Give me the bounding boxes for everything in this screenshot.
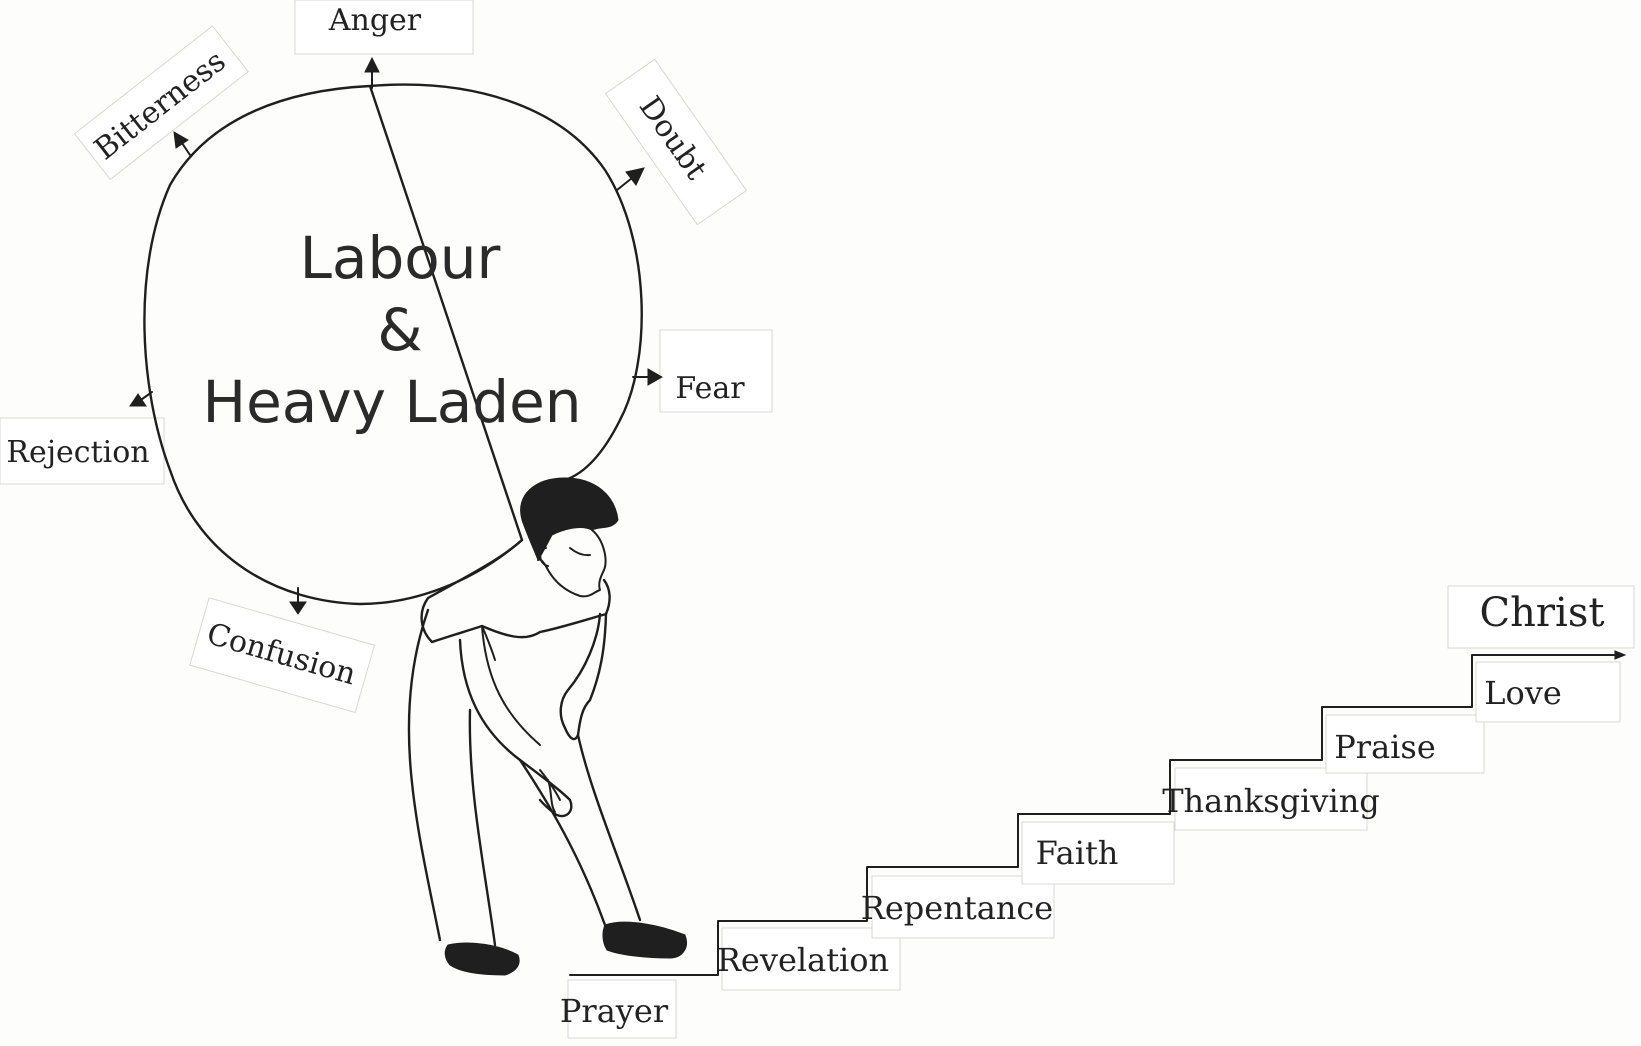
step-thanksgiving: Thanksgiving (1162, 782, 1380, 820)
step-prayer: Prayer (560, 992, 669, 1030)
man-hand (539, 769, 561, 813)
burden-boulder (143, 83, 643, 606)
arrow-confusion-icon (289, 587, 307, 615)
staircase-arrow-icon (1614, 650, 1627, 660)
burden-line-2: & (377, 296, 422, 364)
emotion-fear: Fear (659, 329, 773, 413)
step-repentance: Repentance (861, 889, 1053, 927)
emotion-rejection-text: Rejection (6, 435, 149, 470)
man-face (537, 529, 607, 598)
emotion-confusion: Confusion (189, 597, 376, 714)
goal-christ-text: Christ (1480, 590, 1605, 636)
step-faith: Faith (1036, 834, 1119, 872)
emotion-anger: Anger (294, 0, 474, 55)
step-praise: Praise (1334, 728, 1436, 766)
step-love: Love (1484, 674, 1562, 712)
man-sleeve (481, 625, 496, 661)
arrow-anger-icon (364, 56, 380, 89)
staircase (569, 654, 1621, 976)
man-ear (539, 547, 549, 567)
step-labels: Prayer Revelation Repentance Faith Thank… (560, 661, 1621, 1039)
arrow-doubt-icon (616, 167, 645, 191)
goal-christ: Christ (1447, 585, 1635, 649)
burden-line-3: Heavy Laden (202, 368, 581, 436)
emotion-doubt: Doubt (604, 58, 748, 226)
burden-line-1: Labour (300, 224, 501, 292)
man-legs (407, 608, 642, 947)
man-right-shoe (602, 921, 687, 959)
burdened-man-figure (407, 477, 687, 976)
man-eye (569, 547, 591, 557)
man-left-shoe (444, 942, 520, 976)
emotion-anger-text: Anger (328, 3, 422, 38)
arrow-fear-icon (632, 368, 664, 386)
step-revelation: Revelation (717, 941, 889, 979)
emotion-rejection: Rejection (0, 417, 165, 485)
emotion-bitterness: Bitterness (73, 25, 249, 181)
man-left-arm-inner (481, 625, 541, 746)
emotion-arrows (129, 56, 664, 615)
arrow-rejection-icon (129, 391, 153, 407)
arrow-bitterness-icon (173, 131, 191, 156)
emotion-bitterness-text: Bitterness (88, 44, 232, 167)
burden-text: Labour & Heavy Laden (202, 224, 581, 436)
man-right-arm (559, 612, 608, 741)
emotion-fear-text: Fear (675, 371, 745, 406)
